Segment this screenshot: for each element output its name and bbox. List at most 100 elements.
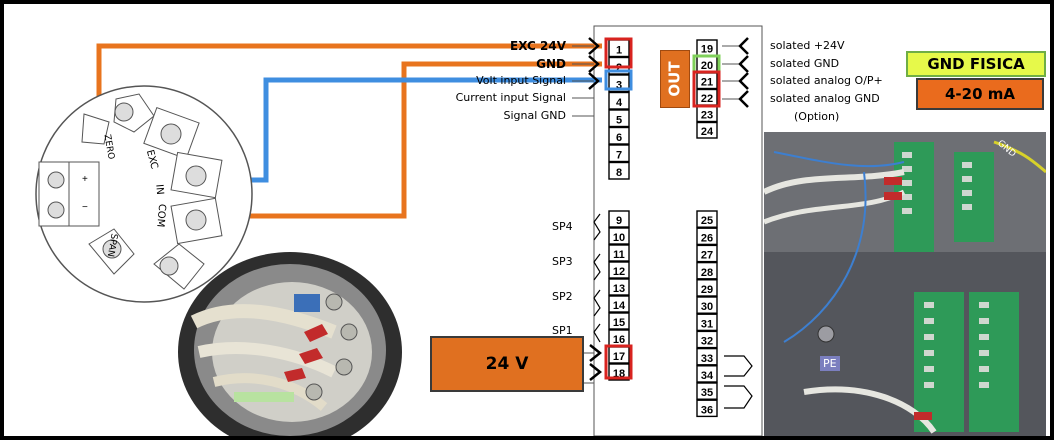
terminal-11-cell xyxy=(608,244,630,262)
terminal-20-label: 20 xyxy=(701,60,713,72)
power-leaders xyxy=(582,352,594,384)
terminal-36-label: 36 xyxy=(701,404,713,416)
terminal-34-cell xyxy=(696,365,718,383)
terminal-18-cell xyxy=(608,363,630,381)
terminal-3-cell xyxy=(608,74,630,93)
terminal-13-label: 13 xyxy=(613,283,625,295)
terminal-26-label: 26 xyxy=(701,232,713,244)
terminal-21-label: 21 xyxy=(701,77,713,89)
terminal-31-label: 31 xyxy=(701,318,713,330)
terminal-10-label: 10 xyxy=(613,232,625,244)
terminal-block-right-bottom: 25 26 27 28 29 30 31 32 33 34 35 36 xyxy=(696,210,718,418)
terminal-32-label: 32 xyxy=(701,336,713,348)
terminal-28-cell xyxy=(696,261,718,280)
terminal-30-label: 30 xyxy=(701,301,713,313)
terminal-24-cell xyxy=(696,121,718,139)
photo-transmitter-wiring xyxy=(174,242,406,436)
power-24v-label: 24 V xyxy=(485,354,529,374)
terminal-24-label: 24 xyxy=(701,126,714,138)
terminal-34-label: 34 xyxy=(701,370,714,382)
ma-label: 4-20 mA xyxy=(945,85,1015,103)
terminal-23-label: 23 xyxy=(701,110,713,122)
out-label: OUT xyxy=(666,61,685,97)
terminal-14-label: 14 xyxy=(613,300,626,312)
svg-text:+: + xyxy=(82,174,88,185)
terminal-29-cell xyxy=(696,279,718,297)
terminal-33-cell xyxy=(696,347,718,366)
terminal-14-cell xyxy=(608,295,630,313)
terminal-12-label: 12 xyxy=(613,266,625,278)
terminal-6-label: 6 xyxy=(616,132,622,144)
terminal-4-cell xyxy=(608,91,630,110)
gnd-fisica-label: GND FISICA xyxy=(927,55,1025,73)
label-isolated-24v: solated +24V xyxy=(770,39,845,52)
terminal-31-cell xyxy=(696,313,718,332)
terminal-10-cell xyxy=(608,227,630,245)
terminal-22-label: 22 xyxy=(701,93,713,105)
terminal-1-label: 1 xyxy=(616,45,622,57)
label-gnd: GND xyxy=(536,57,566,71)
terminal-5-label: 5 xyxy=(616,115,622,127)
terminal-25-cell xyxy=(696,210,718,228)
terminal-7-label: 7 xyxy=(616,150,622,162)
label-isolated-gnd: solated GND xyxy=(770,57,840,70)
terminal-25-label: 25 xyxy=(701,215,713,227)
highlight-terminal-3 xyxy=(604,69,633,91)
label-exc-24v: EXC 24V xyxy=(510,39,566,53)
power-24v-box: 24 V xyxy=(430,336,584,392)
terminal-5-cell xyxy=(608,109,630,128)
terminal-12-cell xyxy=(608,261,630,279)
sensor-label-in: IN xyxy=(153,183,166,196)
terminal-3-label: 3 xyxy=(616,80,622,92)
terminal-33-label: 33 xyxy=(701,353,713,365)
terminal-11-label: 11 xyxy=(613,249,625,261)
terminal-8-cell xyxy=(608,161,630,180)
terminal-29-label: 29 xyxy=(701,284,713,296)
label-isolated-analog-gnd: solated analog GND xyxy=(770,92,880,105)
terminal-27-cell xyxy=(696,244,718,263)
terminal-8-label: 8 xyxy=(616,167,622,179)
terminal-4-label: 4 xyxy=(616,97,623,109)
label-sp3: SP3 xyxy=(552,255,573,268)
out-badge: OUT xyxy=(660,50,690,108)
terminal-26-cell xyxy=(696,227,718,246)
terminal-36-cell xyxy=(696,399,718,418)
highlight-terminal-1-2 xyxy=(604,37,633,69)
right-zigzags xyxy=(738,37,749,108)
wire-gnd xyxy=(222,61,602,219)
terminal-28-label: 28 xyxy=(701,267,713,279)
photo-controller-panel: PE GND xyxy=(764,132,1046,436)
terminal-27-label: 27 xyxy=(701,250,713,262)
terminal-9-cell xyxy=(608,210,630,228)
terminal-13-cell xyxy=(608,278,630,296)
terminal-9-label: 9 xyxy=(616,215,622,227)
terminal-30-cell xyxy=(696,296,718,314)
ma-badge: 4-20 mA xyxy=(916,78,1044,110)
highlight-terminal-17-18 xyxy=(604,344,633,380)
terminal-35-cell xyxy=(696,382,718,400)
terminal-15-label: 15 xyxy=(613,317,625,329)
label-isolated-analog-op: solated analog O/P+ xyxy=(770,74,883,87)
gnd-fisica-badge: GND FISICA xyxy=(906,51,1046,77)
left-zigzags xyxy=(588,37,603,381)
highlight-terminal-21-22 xyxy=(692,70,721,108)
label-signal-gnd: Signal GND xyxy=(503,109,566,122)
left-leader-lines xyxy=(572,45,594,117)
relay-symbols xyxy=(593,213,753,409)
label-option: (Option) xyxy=(794,110,840,123)
label-current-input: Current input Signal xyxy=(455,91,566,104)
terminal-35-label: 35 xyxy=(701,387,713,399)
sensor-label-com: COM xyxy=(154,203,168,228)
label-sp4: SP4 xyxy=(552,220,573,233)
terminal-6-cell xyxy=(608,126,630,145)
terminal-7-cell xyxy=(608,144,630,163)
photo-label-pe: PE xyxy=(820,356,840,371)
terminal-16-label: 16 xyxy=(613,334,625,346)
transmitter-head: + − xyxy=(35,85,253,303)
terminal-32-cell xyxy=(696,330,718,349)
terminal-15-cell xyxy=(608,312,630,330)
label-volt-input: Volt input Signal xyxy=(476,74,566,87)
